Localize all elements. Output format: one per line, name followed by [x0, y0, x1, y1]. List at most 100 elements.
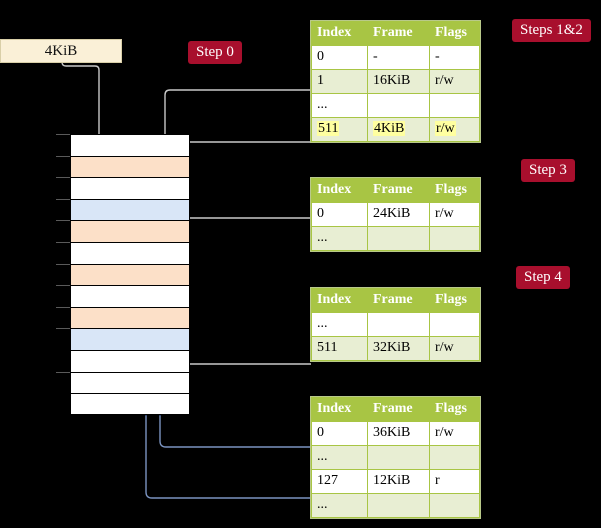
badge-steps-1-2-label: Steps 1&2: [520, 22, 583, 38]
column-header-frame: Frame: [367, 397, 430, 422]
column-header-flags: Flags: [429, 21, 480, 46]
memory-tick-2: [56, 177, 70, 179]
badge-step-0: Step 0: [188, 41, 242, 64]
cell-index: ...: [311, 93, 368, 118]
memory-tick-9: [56, 328, 70, 330]
memory-cell-9: [70, 328, 190, 350]
cell-frame: 16KiB: [367, 69, 430, 94]
table-row: ...: [311, 312, 480, 337]
column-header-frame: Frame: [367, 21, 430, 46]
cell-flags: r/w: [429, 117, 480, 142]
column-header-flags: Flags: [429, 397, 480, 422]
cell-index: 511: [311, 336, 368, 361]
memory-tick-8: [56, 306, 70, 308]
cell-flags: [429, 93, 480, 118]
badge-step-0-label: Step 0: [196, 44, 234, 60]
cell-index: ...: [311, 226, 368, 251]
cell-frame: [367, 312, 430, 337]
cell-index: 1: [311, 69, 368, 94]
column-header-index: Index: [311, 397, 368, 422]
cell-flags: [429, 445, 480, 470]
cell-frame: [367, 493, 430, 518]
memory-cell-6: [70, 263, 190, 286]
cell-frame: -: [367, 45, 430, 70]
highlighted-value: 511: [317, 121, 340, 136]
memory-cell-8: [70, 306, 190, 329]
source-frame-label: 4KiB: [44, 43, 78, 59]
column-header-index: Index: [311, 178, 368, 203]
memory-tick-6: [56, 263, 70, 265]
table-row: ...: [311, 226, 480, 251]
badge-step-4: Step 4: [516, 266, 570, 289]
cell-frame: [367, 93, 430, 118]
table-row: ...: [311, 445, 480, 470]
badge-steps-1-2: Steps 1&2: [512, 19, 591, 42]
cell-flags: [429, 493, 480, 518]
cell-flags: r: [429, 469, 480, 494]
cell-frame: [367, 445, 430, 470]
cell-index: 511: [311, 117, 368, 142]
memory-cell-3: [70, 198, 190, 221]
cell-index: 127: [311, 469, 368, 494]
cell-frame: 12KiB: [367, 469, 430, 494]
badge-step-3-label: Step 3: [529, 162, 567, 178]
memory-tick-7: [56, 285, 70, 287]
badge-step-3: Step 3: [521, 159, 575, 182]
memory-cell-10: [70, 350, 190, 372]
memory-cell-0: [70, 134, 190, 156]
cell-frame: 24KiB: [367, 202, 430, 227]
column-header-frame: Frame: [367, 178, 430, 203]
memory-cell-7: [70, 285, 190, 307]
memory-cell-4: [70, 220, 190, 242]
cell-flags: -: [429, 45, 480, 70]
memory-cell-12: [70, 393, 190, 415]
cell-frame: 4KiB: [367, 117, 430, 142]
cell-index: 0: [311, 421, 368, 446]
cell-flags: [429, 312, 480, 337]
memory-tick-5: [56, 242, 70, 243]
memory-cell-11: [70, 371, 190, 394]
cell-frame: [367, 226, 430, 251]
memory-tick-1: [56, 155, 70, 157]
physical-memory-column: [56, 134, 190, 415]
memory-tick-0: [56, 134, 70, 135]
cell-flags: r/w: [429, 421, 480, 446]
table-row: 511 4KiB r/w: [311, 117, 480, 142]
cell-index: ...: [311, 312, 368, 337]
cell-frame: 36KiB: [367, 421, 430, 446]
column-header-flags: Flags: [429, 178, 480, 203]
column-header-flags: Flags: [429, 288, 480, 313]
cell-flags: r/w: [429, 69, 480, 94]
cell-index: 0: [311, 202, 368, 227]
cell-flags: r/w: [429, 202, 480, 227]
cell-frame: 32KiB: [367, 336, 430, 361]
table-row: ...: [311, 493, 480, 518]
memory-cell-1: [70, 155, 190, 178]
table-row: 0--: [311, 45, 480, 70]
cell-flags: r/w: [429, 336, 480, 361]
cell-index: ...: [311, 493, 368, 518]
highlighted-value: 4KiB: [373, 121, 406, 136]
cell-index: ...: [311, 445, 368, 470]
memory-cell-5: [70, 242, 190, 264]
memory-tick-4: [56, 220, 70, 222]
memory-tick-3: [56, 198, 70, 200]
memory-cell-2: [70, 177, 190, 199]
column-header-index: Index: [311, 21, 368, 46]
badge-step-4-label: Step 4: [524, 269, 562, 285]
highlighted-value: r/w: [435, 121, 456, 136]
